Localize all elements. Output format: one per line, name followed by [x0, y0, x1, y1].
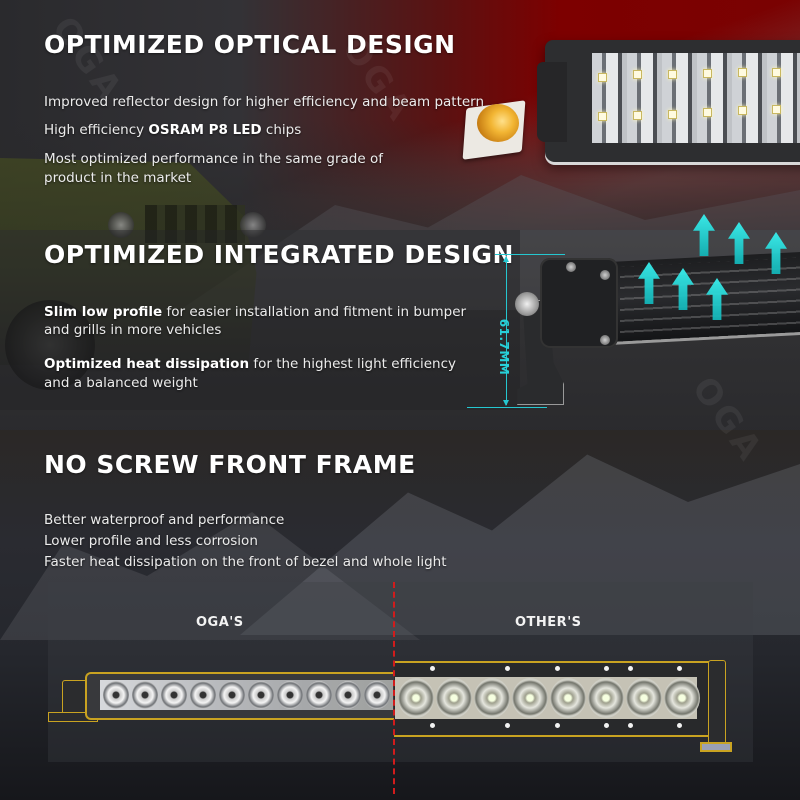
bullet-slim-profile: Slim low profile for easier installation…: [44, 304, 467, 320]
oga-bar-end-cap: [62, 680, 88, 718]
bullet-optimized-performance-cont: product in the market: [44, 170, 192, 186]
led-icon: [633, 111, 642, 120]
screw-icon: [505, 723, 510, 728]
comparison-divider: [393, 582, 395, 794]
arrow-up-icon: [503, 256, 509, 262]
led-icon: [626, 678, 662, 718]
led-icon: [703, 108, 712, 117]
bullet-reflector: Improved reflector design for higher eff…: [44, 94, 485, 110]
led-icon: [738, 106, 747, 115]
mountain-background: [0, 430, 800, 800]
screw-icon: [677, 666, 682, 671]
led-icon: [277, 681, 303, 709]
led-icon: [598, 112, 607, 121]
bullet-optimized-performance: Most optimized performance in the same g…: [44, 151, 383, 167]
bullet-slim-profile-cont: and grills in more vehicles: [44, 322, 222, 338]
screw-icon: [566, 262, 576, 272]
comparison-label-oga: OGA'S: [196, 615, 244, 630]
led-icon: [664, 678, 700, 718]
led-icon: [598, 73, 607, 82]
led-icon: [474, 678, 510, 718]
others-bar-end-cap: [708, 660, 726, 750]
dimension-line-vertical: [506, 257, 507, 405]
bullet-heat-dissipation: Optimized heat dissipation for the highe…: [44, 356, 457, 372]
dimension-line-top: [495, 254, 565, 255]
led-icon: [436, 678, 472, 718]
led-icon: [103, 681, 129, 709]
led-icon: [738, 68, 747, 77]
led-icon: [512, 678, 548, 718]
height-dimension-label: 61.7MM: [497, 318, 511, 376]
screw-icon: [600, 270, 610, 280]
screw-icon: [628, 666, 633, 671]
bullet-corrosion: Lower profile and less corrosion: [44, 533, 258, 549]
led-icon: [248, 681, 274, 709]
screw-icon: [430, 723, 435, 728]
light-bar-reflector-face: [592, 53, 800, 143]
led-icon: [364, 681, 390, 709]
bullet-osram-chips: High efficiency OSRAM P8 LED chips: [44, 122, 302, 138]
text-shade: [0, 230, 520, 410]
bullet-waterproof: Better waterproof and performance: [44, 512, 285, 528]
led-icon: [550, 678, 586, 718]
led-icon: [335, 681, 361, 709]
screw-icon: [430, 666, 435, 671]
screw-icon: [555, 723, 560, 728]
dimension-line-bottom: [467, 407, 547, 408]
screw-icon: [604, 666, 609, 671]
jeep-headlamp: [240, 212, 266, 238]
jeep-grille: [145, 205, 245, 243]
screw-icon: [628, 723, 633, 728]
led-icon: [633, 70, 642, 79]
led-icon: [772, 68, 781, 77]
led-icon: [772, 105, 781, 114]
led-icon: [190, 681, 216, 709]
comparison-label-others: OTHER'S: [515, 615, 582, 630]
jeep-wheel: [5, 300, 95, 390]
led-icon: [398, 678, 434, 718]
bullet-heat-bezel: Faster heat dissipation on the front of …: [44, 554, 447, 570]
arrow-down-icon: [503, 400, 509, 406]
light-bar-end-cap: [537, 62, 567, 142]
led-icon: [668, 70, 677, 79]
others-bar-foot: [700, 742, 732, 752]
screw-icon: [555, 666, 560, 671]
led-icon: [588, 678, 624, 718]
led-icon: [306, 681, 332, 709]
heading-no-screw-frame: NO SCREW FRONT FRAME: [44, 450, 416, 479]
led-chip-dome: [477, 104, 519, 142]
led-icon: [219, 681, 245, 709]
led-icon: [703, 69, 712, 78]
screw-icon: [505, 666, 510, 671]
screw-icon: [677, 723, 682, 728]
bolt-icon: [515, 292, 539, 316]
heading-optical-design: OPTIMIZED OPTICAL DESIGN: [44, 30, 456, 59]
screw-icon: [604, 723, 609, 728]
led-icon: [132, 681, 158, 709]
led-icon: [161, 681, 187, 709]
jeep-headlamp: [108, 212, 134, 238]
bullet-heat-dissipation-cont: and a balanced weight: [44, 375, 198, 391]
screw-icon: [600, 335, 610, 345]
heading-integrated-design: OPTIMIZED INTEGRATED DESIGN: [44, 240, 514, 269]
led-icon: [668, 110, 677, 119]
